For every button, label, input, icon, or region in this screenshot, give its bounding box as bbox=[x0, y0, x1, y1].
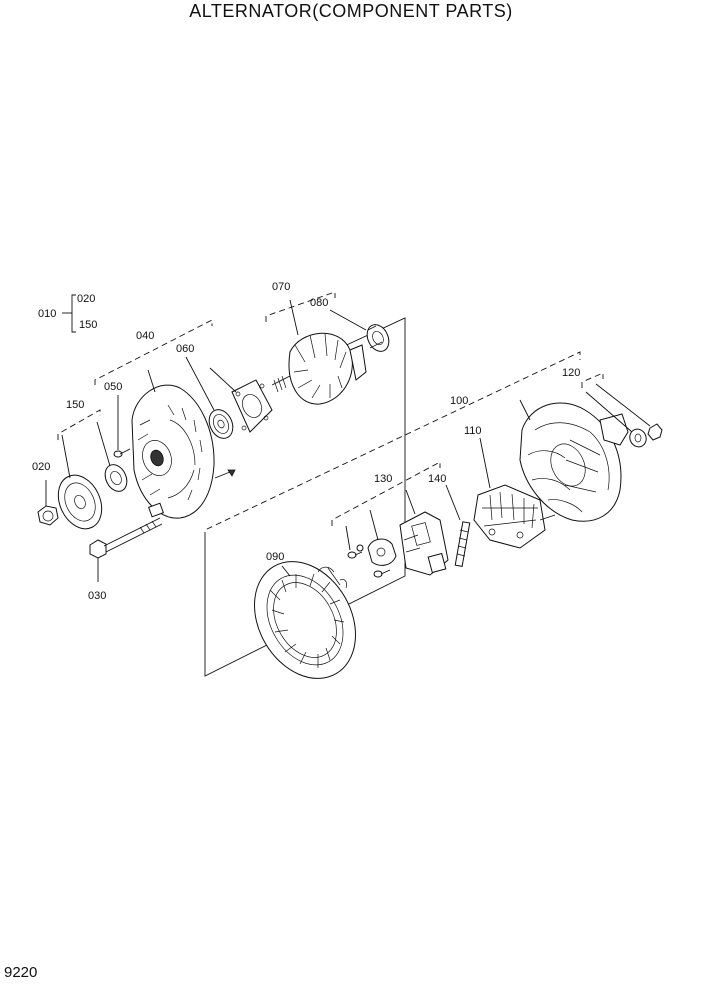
brush-140 bbox=[445, 484, 471, 567]
rear-housing bbox=[519, 399, 629, 522]
front-housing-040 bbox=[131, 369, 236, 519]
group-010-bracket bbox=[62, 294, 76, 333]
label-050: 050 bbox=[104, 381, 122, 393]
bracket-070 bbox=[265, 291, 336, 322]
nut-020 bbox=[37, 480, 59, 526]
bearing-060 bbox=[185, 356, 234, 439]
bracket-130 bbox=[331, 461, 441, 526]
bracket-120 bbox=[581, 372, 604, 388]
rotor-070 bbox=[271, 299, 367, 405]
label-150: 150 bbox=[66, 399, 84, 411]
label-130: 130 bbox=[374, 473, 392, 485]
label-010-020: 020 bbox=[77, 293, 95, 305]
label-080: 080 bbox=[310, 297, 328, 309]
regulator-130 bbox=[399, 489, 449, 576]
label-030: 030 bbox=[88, 590, 106, 602]
screws-130 bbox=[345, 525, 391, 578]
retainer-plate bbox=[209, 367, 273, 433]
screw-050 bbox=[113, 395, 131, 458]
label-020: 020 bbox=[32, 461, 50, 473]
stator-090 bbox=[254, 561, 356, 679]
bolt-030 bbox=[89, 517, 163, 582]
label-140: 140 bbox=[428, 473, 446, 485]
label-090: 090 bbox=[266, 551, 284, 563]
label-060: 060 bbox=[176, 343, 194, 355]
terminal-nut-120 bbox=[585, 383, 663, 448]
label-120: 120 bbox=[562, 367, 580, 379]
label-070: 070 bbox=[272, 281, 290, 293]
rectifier-110 bbox=[473, 437, 556, 549]
bracket-040 bbox=[94, 319, 213, 385]
label-100: 100 bbox=[450, 395, 468, 407]
terminal-plate-130 bbox=[367, 509, 397, 566]
label-040: 040 bbox=[136, 330, 154, 342]
bracket-100 bbox=[204, 351, 581, 538]
rear-bearing-080 bbox=[329, 309, 390, 352]
spacer-collar bbox=[96, 421, 128, 492]
label-110: 110 bbox=[464, 425, 482, 437]
pulley-150 bbox=[57, 434, 103, 530]
bracket-150 bbox=[57, 409, 101, 440]
label-010: 010 bbox=[38, 308, 56, 320]
page-title: ALTERNATOR(COMPONENT PARTS) bbox=[189, 1, 513, 21]
page-number: 9220 bbox=[4, 964, 38, 981]
label-010-150: 150 bbox=[79, 319, 97, 331]
